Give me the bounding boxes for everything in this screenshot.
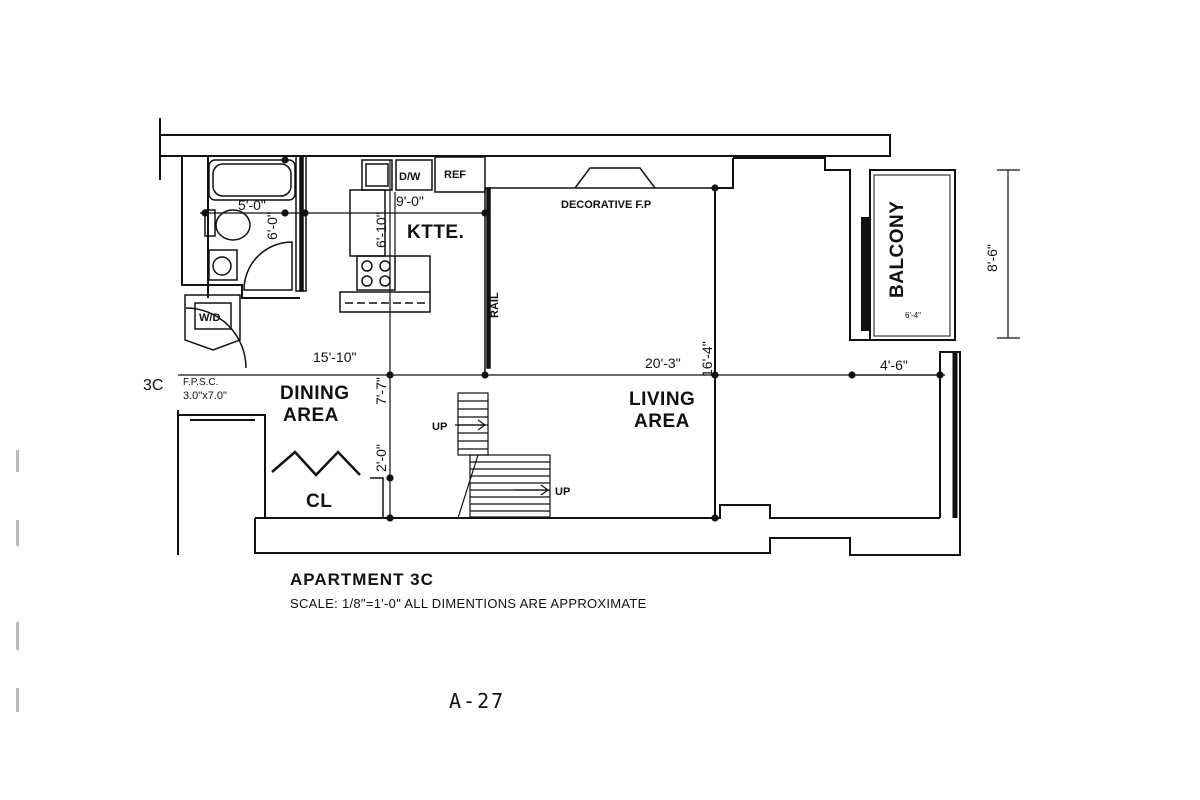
washer-dryer-label: W/D — [199, 312, 220, 324]
dim-dining-depth: 7'-7" — [373, 377, 389, 405]
bathtub — [208, 159, 296, 201]
toilet-tank — [204, 209, 216, 237]
door-spec-1: F.P.S.C. — [183, 377, 218, 388]
scan-mark — [16, 450, 19, 472]
bath-door-swing — [243, 241, 293, 291]
dim-living-depth: 16'-4" — [699, 341, 715, 377]
fireplace-label: DECORATIVE F.P — [561, 199, 651, 211]
stairs — [455, 392, 551, 519]
refrigerator — [434, 156, 486, 193]
kitchen — [339, 156, 486, 313]
stove — [356, 255, 396, 291]
unit-label: 3C — [143, 377, 163, 394]
interior-walls — [295, 155, 715, 518]
dim-bath-2: 6'-0" — [264, 212, 280, 240]
plan-scale-note: SCALE: 1/8"=1'-0" ALL DIMENTIONS ARE APP… — [290, 596, 647, 611]
toilet — [215, 209, 251, 241]
dishwasher-label: D/W — [399, 171, 421, 183]
dim-closet-depth: 2'-0" — [373, 444, 389, 472]
bathroom — [204, 159, 296, 291]
door-spec-2: 3.0"x7.0" — [183, 390, 227, 402]
dim-balcony-depth: 4'-6" — [880, 357, 908, 373]
sink — [208, 249, 238, 281]
dim-kitchen-1: 6'-10" — [373, 212, 389, 248]
balcony — [861, 169, 958, 518]
washer-dryer-closet — [184, 294, 247, 369]
refrigerator-label: REF — [444, 169, 466, 181]
kitchen-label: KTTE. — [407, 222, 464, 243]
dim-balcony-length: 8'-6" — [984, 244, 1000, 272]
living-label-1: LIVING — [629, 389, 695, 410]
dimension-lines — [178, 156, 1020, 522]
rail-label: RAIL — [489, 292, 501, 318]
kitchen-island — [339, 291, 431, 313]
dishwasher — [395, 159, 433, 191]
scan-mark — [16, 520, 19, 546]
dim-living-width: 20'-3" — [645, 355, 681, 371]
sheet-number: A-27 — [449, 689, 506, 713]
plan-title: APARTMENT 3C — [290, 570, 434, 589]
balcony-label: BALCONY — [887, 201, 908, 298]
decorative-fireplace — [574, 167, 656, 189]
entry-door-swing — [185, 307, 247, 369]
closet-door-zigzag — [271, 450, 361, 477]
exterior-walls — [159, 118, 961, 556]
dim-dining-width: 15'-10" — [313, 349, 356, 365]
stairs-up-label-1: UP — [432, 421, 447, 433]
dim-kitchen-2: 9'-0" — [396, 193, 424, 209]
stairs-up-label-2: UP — [555, 486, 570, 498]
closet-label: CL — [306, 491, 332, 512]
dim-balcony-small: 6'-4" — [905, 311, 921, 320]
dining-label-2: AREA — [283, 405, 339, 426]
dining-label-1: DINING — [280, 383, 350, 404]
scan-mark — [16, 688, 19, 712]
scan-mark — [16, 622, 19, 650]
living-label-2: AREA — [634, 411, 690, 432]
dim-bath-1: 5'-0" — [238, 197, 266, 213]
